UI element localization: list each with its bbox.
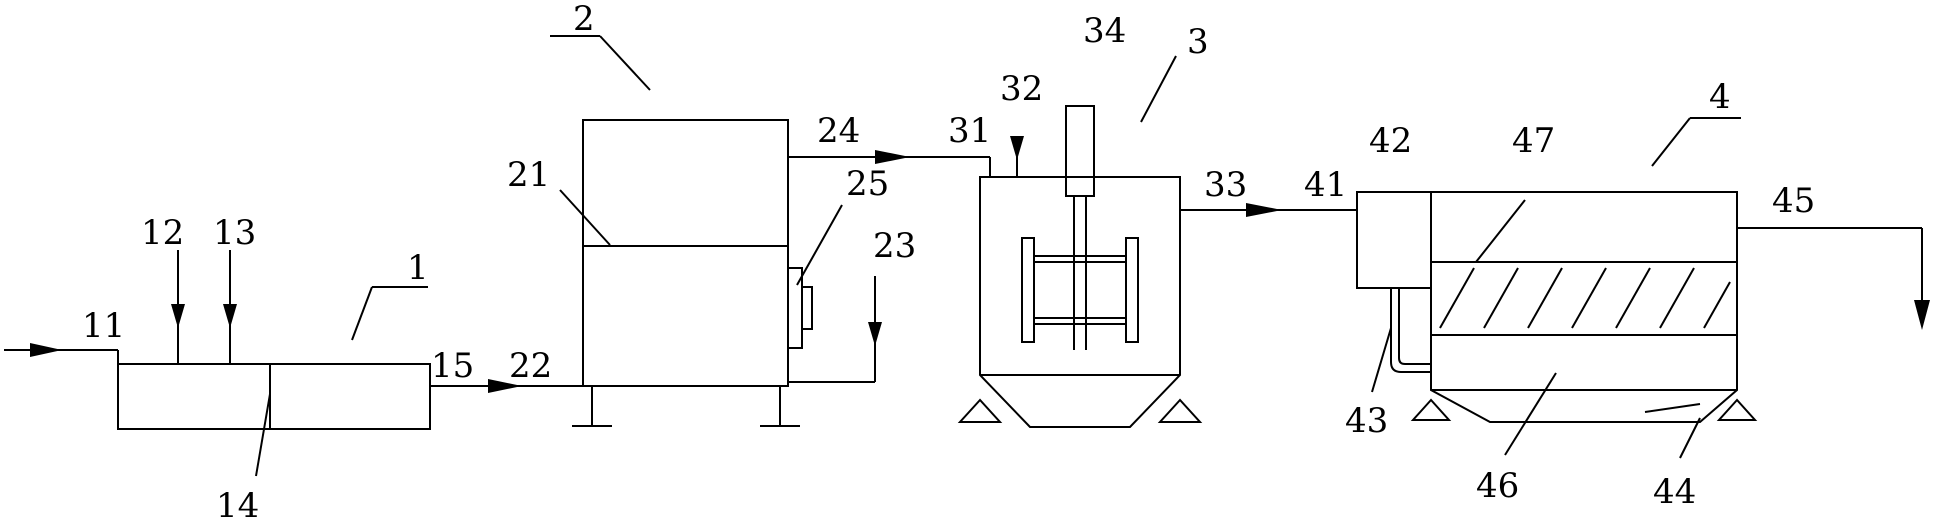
- support-left: [957, 398, 1003, 423]
- reference-labels: 1 2 3 4 11 12 13 14 15 21 22 23 24 25 31…: [82, 0, 1815, 526]
- label-45: 45: [1772, 181, 1815, 221]
- pipe-15-22-arrow: [488, 379, 522, 393]
- feed-12-arrow: [171, 304, 185, 328]
- label-12: 12: [141, 213, 184, 253]
- pipe-43-inner: [1398, 288, 1431, 365]
- pipe-43: [1390, 288, 1431, 373]
- pipe-24-arrow: [875, 150, 910, 164]
- label-4: 4: [1709, 77, 1731, 117]
- label-44: 44: [1653, 472, 1696, 512]
- label-3: 3: [1187, 22, 1209, 62]
- label-21: 21: [507, 155, 550, 195]
- label-42: 42: [1369, 121, 1412, 161]
- unit-4-tank: [1356, 191, 1930, 423]
- label-2: 2: [573, 0, 595, 39]
- pipe-33-arrow: [1246, 203, 1282, 217]
- side-part-25-flange: [801, 286, 813, 330]
- unit-1-tank: [4, 250, 583, 430]
- feed-11-arrow: [30, 343, 62, 357]
- label-13: 13: [213, 213, 256, 253]
- label-25: 25: [846, 164, 889, 204]
- label-1: 1: [407, 248, 429, 288]
- label-46: 46: [1476, 466, 1519, 506]
- label-14: 14: [216, 486, 259, 526]
- filter-media-hatching: [1439, 267, 1731, 329]
- label-47: 47: [1512, 121, 1555, 161]
- leader-lines: [255, 35, 1741, 477]
- label-11: 11: [82, 306, 125, 346]
- feed-13-arrow: [223, 304, 237, 328]
- outlet-44: [1644, 403, 1701, 413]
- label-32: 32: [1000, 69, 1043, 109]
- motor-34: [1065, 105, 1095, 197]
- label-22: 22: [509, 346, 552, 386]
- label-15: 15: [431, 346, 474, 386]
- label-23: 23: [873, 226, 916, 266]
- pipe-45-arrow: [1914, 300, 1930, 330]
- label-43: 43: [1345, 401, 1388, 441]
- stirred-tank-3-body: [979, 176, 1181, 428]
- unit-2-machine: [572, 119, 991, 427]
- feed-32-arrow: [1010, 136, 1024, 160]
- head-box-42: [1356, 191, 1432, 289]
- support-4-right: [1716, 398, 1758, 421]
- unit-3-stirred-tank: [957, 105, 1357, 428]
- support-4-left: [1410, 398, 1452, 421]
- label-41: 41: [1304, 165, 1347, 205]
- label-33: 33: [1204, 165, 1247, 205]
- support-right: [1157, 398, 1203, 423]
- label-31: 31: [948, 111, 991, 151]
- pipe-23-arrow: [868, 322, 882, 346]
- label-34: 34: [1083, 11, 1126, 51]
- machine-2-body: [582, 119, 789, 387]
- paddle-right: [1125, 237, 1139, 343]
- tank-1-body: [117, 363, 431, 430]
- paddle-left: [1021, 237, 1035, 343]
- label-24: 24: [817, 111, 860, 151]
